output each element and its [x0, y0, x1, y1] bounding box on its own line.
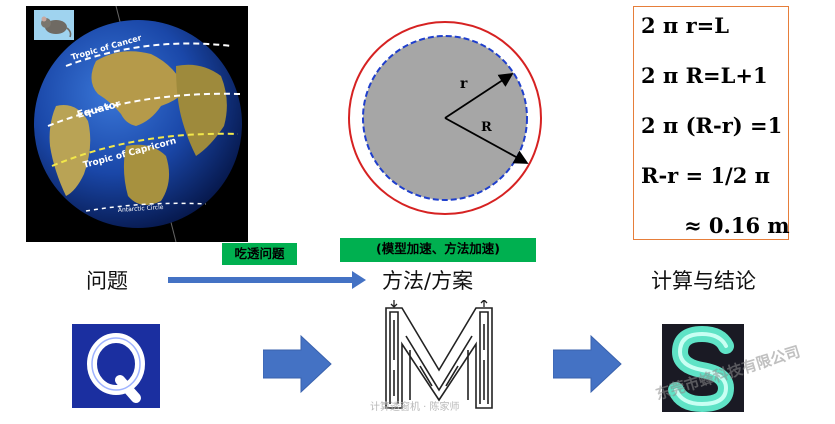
stage-result-label: 计算与结论	[651, 269, 756, 293]
tag-understand-problem: 吃透问题	[222, 243, 297, 265]
mouse-icon	[34, 10, 74, 40]
circle-diagram: r R	[348, 21, 542, 215]
formula-3: 2 π (R-r) =1	[641, 113, 783, 138]
formula-4: R-r = 1/2 π	[641, 163, 771, 188]
formula-box: 2 π r=L 2 π R=L+1 2 π (R-r) =1 R-r = 1/2…	[633, 6, 790, 240]
radius-R-arrow	[444, 117, 529, 164]
stage-problem-label: 问题	[86, 269, 128, 293]
label-r: r	[460, 76, 468, 92]
watermark-bottom: 计算透窗机 · 陈家师	[370, 402, 460, 413]
stage-method-label: 方法/方案	[382, 269, 474, 293]
long-arrow-icon	[168, 271, 366, 289]
maze-m-icon	[380, 300, 498, 412]
letter-s-icon	[662, 324, 744, 412]
globe-label-antarctic: Antarctic Circle	[118, 204, 164, 214]
formula-5: ≈ 0.16 m	[684, 213, 790, 238]
block-arrow-2-icon	[553, 334, 622, 394]
tag-acceleration: (模型加速、方法加速)	[340, 238, 536, 262]
globe-image: Tropic of Cancer Equator Tropic of Capri…	[26, 6, 248, 242]
formula-2: 2 π R=L+1	[641, 63, 768, 88]
radius-r-arrow	[444, 73, 514, 119]
label-R: R	[481, 120, 492, 135]
block-arrow-1-icon	[263, 334, 332, 394]
outer-circle	[348, 21, 542, 215]
letter-q-icon	[72, 324, 160, 408]
formula-1: 2 π r=L	[641, 13, 730, 38]
